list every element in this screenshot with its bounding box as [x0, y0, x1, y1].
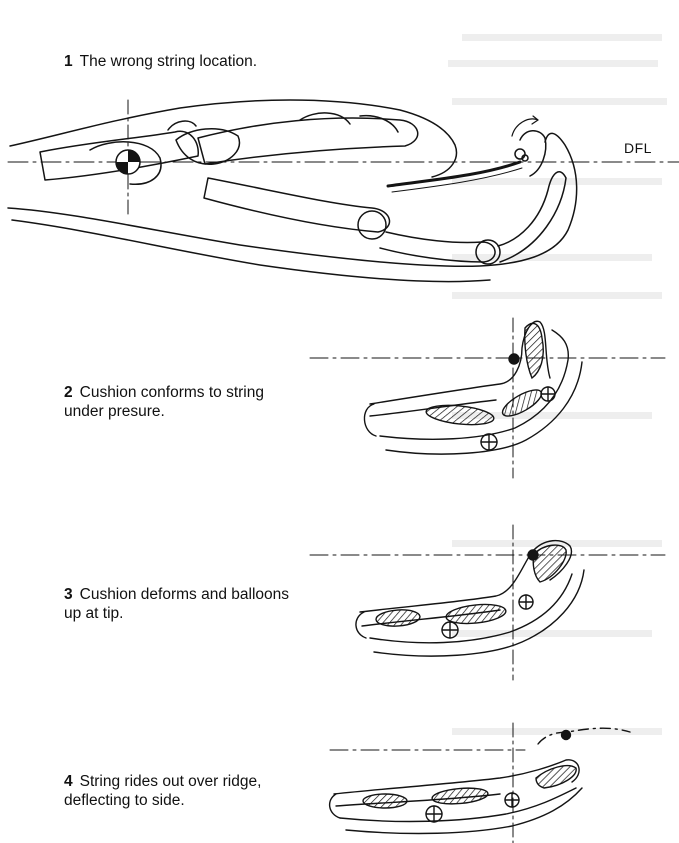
- figure-2-fingertip-diagram: [300, 308, 679, 478]
- caption-4-number: 4: [64, 773, 73, 790]
- caption-3-text: Cushion deforms and balloons up at tip.: [64, 586, 289, 622]
- caption-1: 1 The wrong string location.: [64, 52, 257, 71]
- caption-4-text: String rides out over ridge, deflecting …: [64, 773, 261, 809]
- figure-3-fingertip-diagram: [300, 520, 679, 680]
- pivot-marker-1: [116, 150, 140, 174]
- figure-1-finger-diagram: [0, 80, 679, 290]
- caption-1-text: The wrong string location.: [80, 53, 257, 70]
- caption-2-number: 2: [64, 384, 73, 401]
- finger-outline-inner: [12, 220, 490, 282]
- caption-1-number: 1: [64, 53, 73, 70]
- caption-3-number: 3: [64, 586, 73, 603]
- dfl-label: DFL: [624, 140, 652, 156]
- figure-4-fingertip-diagram: [300, 718, 679, 843]
- finger-outline-top: [10, 100, 456, 177]
- caption-2-text: Cushion conforms to string under presure…: [64, 384, 264, 420]
